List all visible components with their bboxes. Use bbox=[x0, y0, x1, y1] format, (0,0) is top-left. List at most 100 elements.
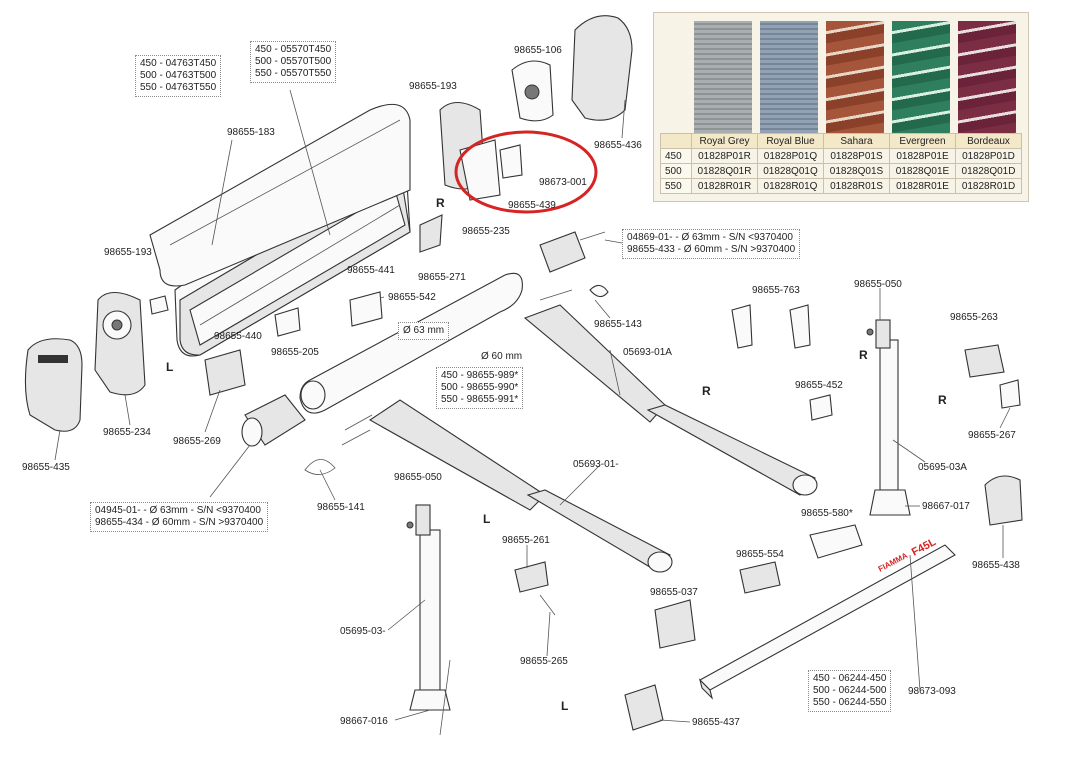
part-label: 98655-438 bbox=[972, 560, 1020, 571]
box-06244: 450 - 06244-450 500 - 06244-500 550 - 06… bbox=[808, 670, 892, 712]
column-header: Bordeaux bbox=[955, 133, 1022, 149]
left-endcap bbox=[94, 291, 169, 396]
box-line: 500 - 04763T500 bbox=[140, 70, 217, 81]
arm-left bbox=[341, 399, 673, 573]
part-label: 98655-436 bbox=[594, 140, 642, 151]
side-marker: R bbox=[938, 393, 947, 407]
side-marker: R bbox=[702, 384, 711, 398]
table-row: 500 01828Q01R 01828Q01Q 01828Q01S 01828Q… bbox=[660, 163, 1022, 179]
box-04945: 04945-01- - Ø 63mm - S/N <9370400 98655-… bbox=[90, 502, 269, 532]
part-label: 98655-435 bbox=[22, 462, 70, 473]
part-label: 05693-01- bbox=[573, 459, 619, 470]
part-label: 98673-001 bbox=[539, 177, 587, 188]
row-size: 500 bbox=[660, 163, 692, 179]
small-parts bbox=[204, 214, 1023, 731]
table-cell: 01828Q01D bbox=[955, 163, 1022, 179]
box-d63: Ø 63 mm bbox=[398, 322, 450, 340]
part-label: 98655-050 bbox=[854, 279, 902, 290]
part-label: 05693-01A bbox=[623, 347, 672, 358]
table-row: 550 01828R01R 01828R01Q 01828R01S 01828R… bbox=[660, 178, 1022, 194]
column-header: Royal Blue bbox=[757, 133, 824, 149]
part-label: 98655-037 bbox=[650, 587, 698, 598]
row-size: 450 bbox=[660, 148, 692, 164]
part-label: 98655-580* bbox=[801, 508, 853, 519]
box-04763: 450 - 04763T450 500 - 04763T500 550 - 04… bbox=[135, 55, 222, 97]
part-label: 98655-234 bbox=[103, 427, 151, 438]
swatch-royal-grey bbox=[694, 21, 752, 133]
part-label: 98655-437 bbox=[692, 717, 740, 728]
part-label: 98655-106 bbox=[514, 45, 562, 56]
right-endcap bbox=[439, 101, 523, 201]
box-989: 450 - 98655-989* 500 - 98655-990* 550 - … bbox=[436, 367, 524, 409]
swatch-bordeaux bbox=[958, 21, 1016, 133]
table-cell: 01828Q01R bbox=[691, 163, 758, 179]
table-cell: 01828Q01Q bbox=[757, 163, 824, 179]
side-marker: R bbox=[859, 348, 868, 362]
table-cell: 01828P01D bbox=[955, 148, 1022, 164]
table-cell: 01828Q01E bbox=[889, 163, 956, 179]
box-04869: 04869-01- - Ø 63mm - S/N <9370400 98655-… bbox=[622, 229, 801, 259]
part-label: Ø 60 mm bbox=[481, 351, 523, 362]
leader-lines bbox=[54, 89, 1011, 723]
table-cell: 01828P01R bbox=[691, 148, 758, 164]
side-marker: R bbox=[436, 196, 445, 210]
table-cell: 01828R01Q bbox=[757, 178, 824, 194]
spring-unit-right bbox=[539, 231, 606, 273]
table-cell: 01828R01E bbox=[889, 178, 956, 194]
box-line: Ø 63 mm bbox=[403, 325, 445, 336]
table-cell: 01828R01D bbox=[955, 178, 1022, 194]
part-label: 98655-205 bbox=[271, 347, 319, 358]
side-marker: L bbox=[561, 699, 569, 713]
leg-right bbox=[869, 319, 911, 516]
part-label: 98655-183 bbox=[227, 127, 275, 138]
box-line: 500 - 98655-990* bbox=[441, 382, 519, 393]
box-line: 550 - 06244-550 bbox=[813, 697, 887, 708]
part-label: 98655-441 bbox=[347, 265, 395, 276]
box-line: 450 - 04763T450 bbox=[140, 58, 217, 69]
column-header: Royal Grey bbox=[691, 133, 758, 149]
left-cover-cap bbox=[24, 338, 83, 432]
box-line: 550 - 05570T550 bbox=[255, 68, 332, 79]
column-header: Evergreen bbox=[889, 133, 956, 149]
table-cell: 01828P01S bbox=[823, 148, 890, 164]
part-label: 98655-542 bbox=[388, 292, 436, 303]
box-line: 98655-433 - Ø 60mm - S/N >9370400 bbox=[627, 244, 796, 255]
box-line: 04945-01- - Ø 63mm - S/N <9370400 bbox=[95, 505, 261, 516]
part-label: 98655-452 bbox=[795, 380, 843, 391]
table-cell: 01828P01E bbox=[889, 148, 956, 164]
box-line: 98655-434 - Ø 60mm - S/N >9370400 bbox=[95, 517, 264, 528]
roller-tube bbox=[299, 272, 523, 414]
right-cover-cap bbox=[511, 15, 633, 122]
box-line: 500 - 05570T500 bbox=[255, 56, 332, 67]
table-row: 450 01828P01R 01828P01Q 01828P01S 01828P… bbox=[660, 148, 1022, 164]
part-label: 98655-193 bbox=[409, 81, 457, 92]
box-line: 450 - 05570T450 bbox=[255, 44, 332, 55]
part-label: 98655-263 bbox=[950, 312, 998, 323]
part-label: 98655-050 bbox=[394, 472, 442, 483]
fabric-code-table: Royal Grey Royal Blue Sahara Evergreen B… bbox=[660, 133, 1022, 194]
column-header: Sahara bbox=[823, 133, 890, 149]
part-label: 98655-141 bbox=[317, 502, 365, 513]
part-label: 98667-017 bbox=[922, 501, 970, 512]
leg-left bbox=[409, 504, 451, 736]
part-label: 98655-269 bbox=[173, 436, 221, 447]
box-05570: 450 - 05570T450 500 - 05570T500 550 - 05… bbox=[250, 41, 337, 83]
row-size: 550 bbox=[660, 178, 692, 194]
arm-right bbox=[523, 289, 818, 496]
table-cell: 01828P01Q bbox=[757, 148, 824, 164]
part-label: 98655-261 bbox=[502, 535, 550, 546]
part-label: 98673-093 bbox=[908, 686, 956, 697]
part-label: 98655-439 bbox=[508, 200, 556, 211]
table-cell: 01828R01S bbox=[823, 178, 890, 194]
part-label: 98655-193 bbox=[104, 247, 152, 258]
fabric-color-panel: Royal Grey Royal Blue Sahara Evergreen B… bbox=[653, 12, 1029, 202]
swatch-evergreen bbox=[892, 21, 950, 133]
part-label: 98667-016 bbox=[340, 716, 388, 727]
table-cell: 01828R01R bbox=[691, 178, 758, 194]
part-label: 98655-554 bbox=[736, 549, 784, 560]
highlight-circle bbox=[454, 130, 598, 214]
front-cover bbox=[149, 103, 411, 287]
part-label: 98655-235 bbox=[462, 226, 510, 237]
box-line: 500 - 06244-500 bbox=[813, 685, 887, 696]
